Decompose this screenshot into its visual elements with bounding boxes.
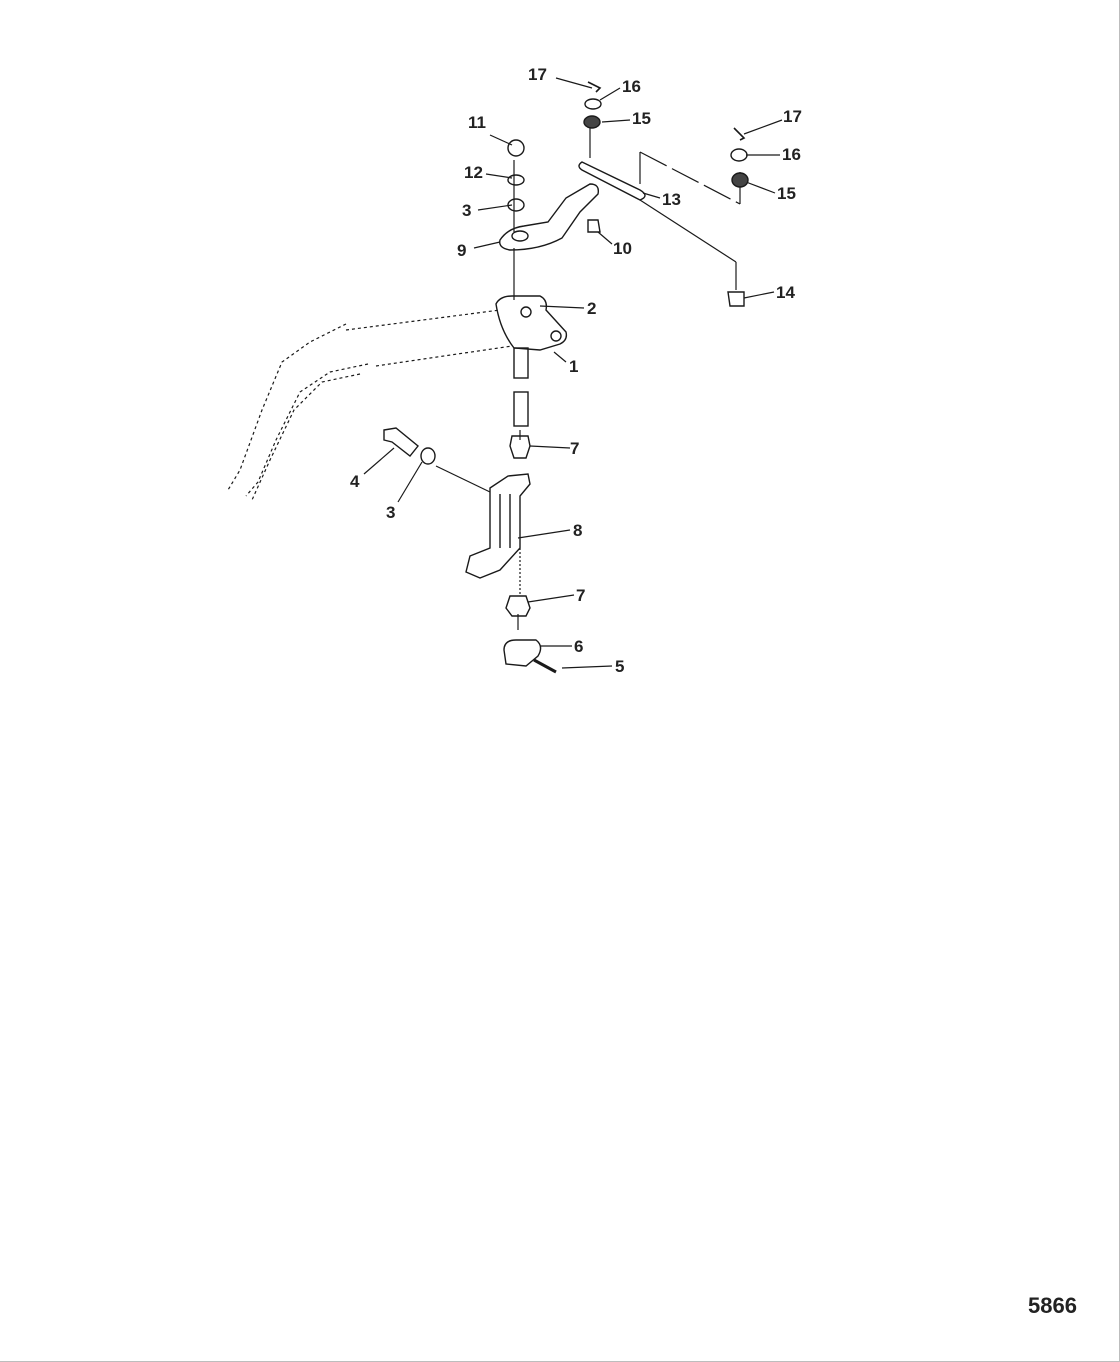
callout-16: 16 [782, 145, 801, 164]
figure-number: 5866 [1028, 1293, 1077, 1318]
callout-6: 6 [574, 637, 584, 656]
callout-3: 3 [386, 503, 396, 522]
callout-1: 1 [569, 357, 579, 376]
callout-16: 16 [622, 77, 641, 96]
callout-2: 2 [587, 299, 597, 318]
callout-17: 17 [528, 65, 547, 84]
callout-3: 3 [462, 201, 472, 220]
callout-14: 14 [776, 283, 795, 302]
leader-lines [363, 77, 783, 669]
callout-9: 9 [457, 241, 467, 260]
callout-8: 8 [573, 521, 583, 540]
callout-7: 7 [570, 439, 580, 458]
callout-10: 10 [613, 239, 632, 258]
callout-13: 13 [662, 190, 681, 209]
callout-4: 4 [350, 472, 360, 491]
callout-11: 11 [468, 113, 486, 132]
callout-12: 12 [464, 163, 483, 182]
callout-15: 15 [777, 184, 796, 203]
callout-7: 7 [576, 586, 586, 605]
callout-15: 15 [632, 109, 651, 128]
steering-cable-phantom [227, 309, 513, 501]
callout-17: 17 [783, 107, 802, 126]
callout-5: 5 [615, 657, 625, 676]
